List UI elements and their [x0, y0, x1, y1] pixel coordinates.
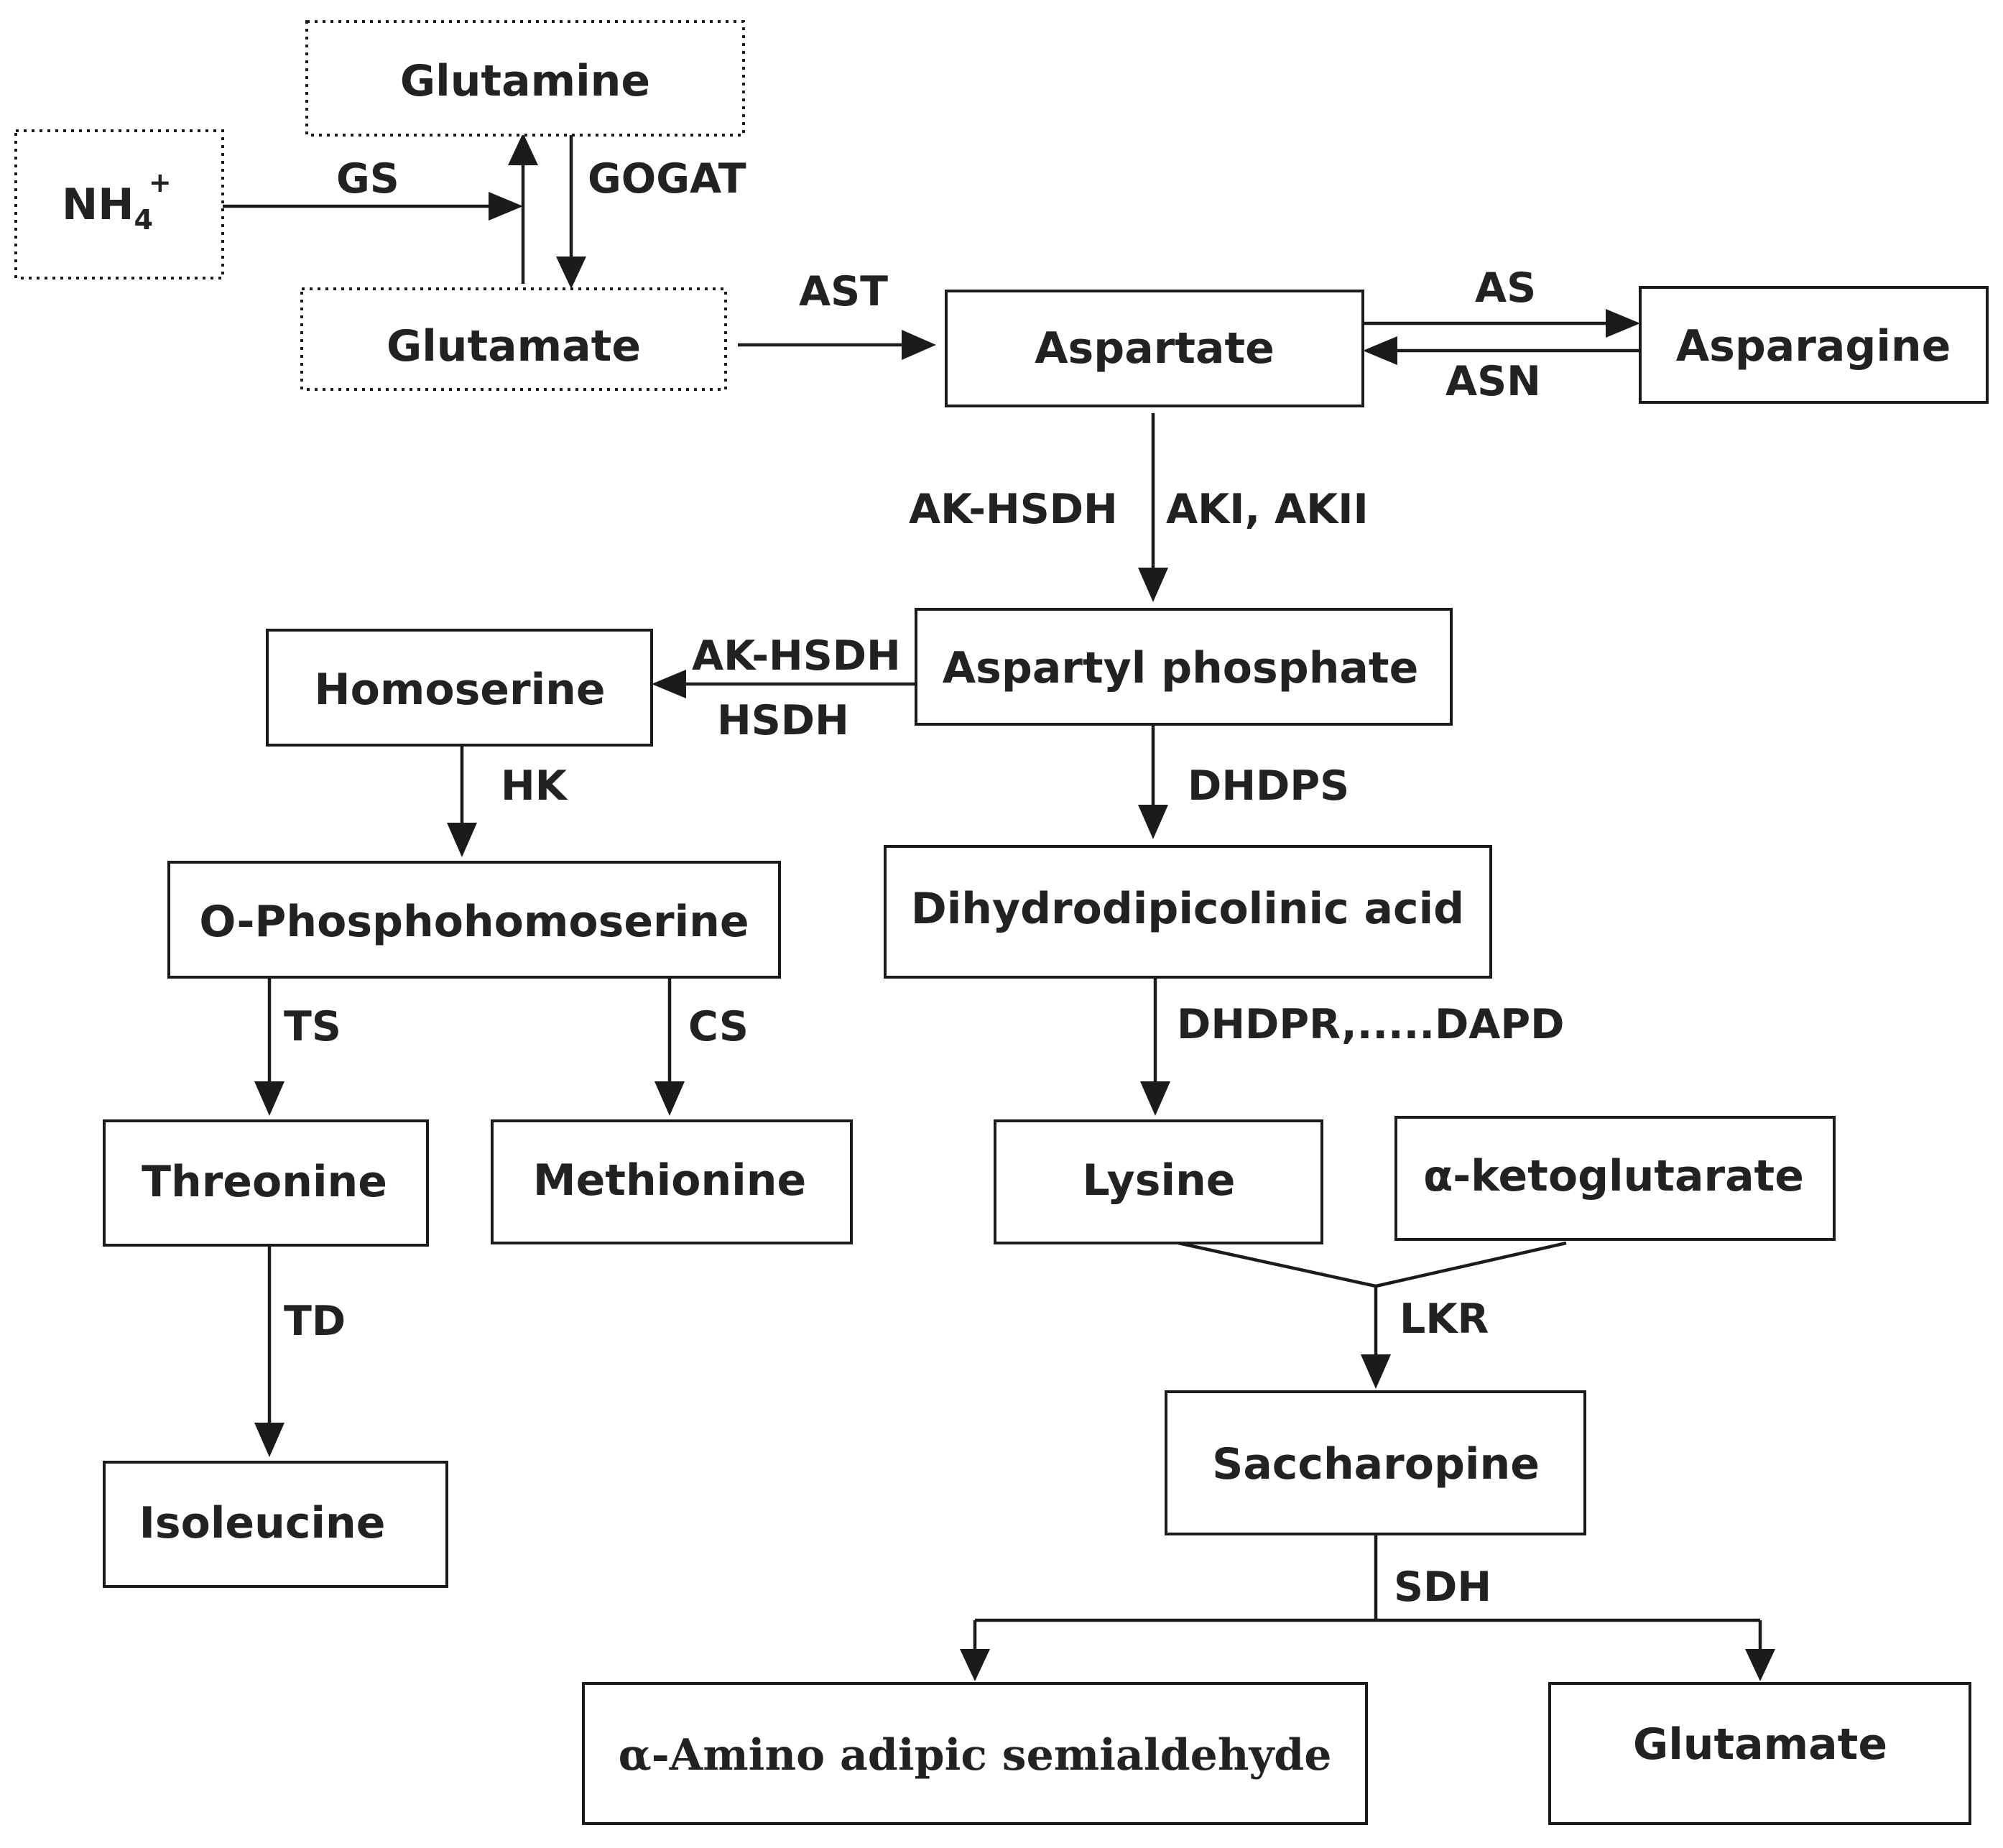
- node-glutamate-top: Glutamate: [300, 287, 727, 391]
- node-threonine: Threonine: [103, 1119, 429, 1247]
- node-glutamate-bottom-label: Glutamate: [1633, 1719, 1887, 1770]
- arrowhead-to-glutamate-bottom: [1745, 1649, 1775, 1681]
- arrowhead-to-lysine: [1140, 1081, 1170, 1116]
- node-homoserine: Homoserine: [266, 629, 653, 747]
- node-saccharopine-label: Saccharopine: [1212, 1439, 1540, 1489]
- enzyme-label-cs: CS: [688, 1003, 749, 1050]
- node-dihydrodipicolinic-acid: Dihydrodipicolinic acid: [884, 845, 1492, 979]
- enzyme-label-dhdps: DHDPS: [1188, 762, 1349, 810]
- node-methionine: Methionine: [491, 1119, 853, 1244]
- arrowhead-to-glutamine: [508, 133, 538, 165]
- node-asparagine-label: Asparagine: [1676, 321, 1951, 371]
- arrowhead-to-aminoadipic: [960, 1649, 990, 1681]
- node-aspartyl-phosphate: Aspartyl phosphate: [915, 608, 1453, 726]
- enzyme-label-ts: TS: [284, 1003, 341, 1050]
- enzyme-label-lkr: LKR: [1400, 1295, 1489, 1343]
- enzyme-label-hk: HK: [501, 762, 568, 810]
- arrowhead-to-homoserine: [652, 670, 686, 698]
- enzyme-label-sdh: SDH: [1394, 1563, 1491, 1611]
- enzyme-label-td: TD: [284, 1298, 346, 1345]
- enzyme-labels: GS GOGAT AST AS ASN AK-HSDH AKI, AKII AK…: [284, 155, 1565, 1611]
- edge-lysine-merge: [1178, 1241, 1377, 1288]
- enzyme-label-as: AS: [1475, 264, 1536, 312]
- node-isoleucine: Isoleucine: [103, 1461, 448, 1588]
- node-asparagine: Asparagine: [1639, 286, 1989, 404]
- edge-ketoglutarate-merge: [1375, 1241, 1567, 1288]
- node-alpha-ketoglutarate-label: α-ketoglutarate: [1423, 1151, 1804, 1201]
- arrowhead-to-aspartate-from-asparagine: [1363, 336, 1397, 365]
- arrowhead-to-aspartyl-phosphate: [1138, 568, 1168, 602]
- node-isoleucine-label: Isoleucine: [139, 1498, 386, 1548]
- enzyme-label-ak-hsdh-left: AK-HSDH: [909, 486, 1118, 533]
- node-alpha-amino-adipic-semialdehyde-label: α-Amino adipic semialdehyde: [619, 1730, 1332, 1780]
- node-lysine: Lysine: [994, 1119, 1323, 1244]
- node-nh4-label: NH4+: [62, 167, 172, 236]
- node-aspartate-label: Aspartate: [1035, 323, 1275, 374]
- arrowhead-to-saccharopine: [1361, 1354, 1391, 1389]
- node-aspartyl-phosphate-label: Aspartyl phosphate: [943, 643, 1419, 693]
- enzyme-label-dhdpr-dapd: DHDPR,.....DAPD: [1177, 1001, 1565, 1048]
- enzyme-label-gogat: GOGAT: [588, 155, 746, 203]
- node-lysine-label: Lysine: [1083, 1155, 1236, 1206]
- node-alpha-ketoglutarate: α-ketoglutarate: [1394, 1116, 1836, 1241]
- arrowhead-gs: [489, 192, 523, 221]
- nodes: NH4+ Glutamine Glutamate Aspartate Aspar…: [14, 20, 1989, 1825]
- node-nh4: NH4+: [14, 129, 224, 279]
- node-glutamine-label: Glutamine: [400, 56, 650, 106]
- node-glutamate-bottom: Glutamate: [1548, 1682, 1971, 1825]
- edges: [223, 128, 1775, 1681]
- node-o-phosphohomoserine: O-Phosphohomoserine: [167, 861, 781, 979]
- node-homoserine-label: Homoserine: [314, 665, 605, 715]
- arrowhead-to-o-phosphohomoserine: [447, 823, 477, 857]
- arrowhead-to-asparagine: [1606, 309, 1640, 338]
- node-glutamine: Glutamine: [305, 20, 745, 137]
- enzyme-label-gs: GS: [336, 155, 399, 203]
- enzyme-label-asn: ASN: [1445, 358, 1541, 405]
- arrowhead-to-threonine: [254, 1081, 285, 1116]
- node-saccharopine: Saccharopine: [1165, 1390, 1586, 1535]
- enzyme-label-hsdh: HSDH: [717, 697, 849, 744]
- node-o-phosphohomoserine-label: O-Phosphohomoserine: [199, 897, 749, 947]
- node-methionine-label: Methionine: [533, 1155, 806, 1206]
- node-threonine-label: Threonine: [142, 1157, 387, 1207]
- enzyme-label-ast: AST: [799, 268, 888, 315]
- enzyme-label-ak-hsdh-branch: AK-HSDH: [692, 632, 901, 680]
- arrowhead-to-glutamate: [556, 257, 586, 289]
- arrowhead-to-dihydrodipicolinic: [1138, 805, 1168, 839]
- arrowhead-to-methionine: [654, 1081, 685, 1116]
- node-aspartate: Aspartate: [945, 290, 1364, 407]
- arrowhead-to-isoleucine: [254, 1423, 285, 1457]
- node-dihydrodipicolinic-acid-label: Dihydrodipicolinic acid: [911, 884, 1464, 934]
- node-glutamate-top-label: Glutamate: [387, 321, 641, 371]
- node-alpha-amino-adipic-semialdehyde: α-Amino adipic semialdehyde: [582, 1682, 1368, 1825]
- arrowhead-to-aspartate: [902, 330, 936, 360]
- enzyme-label-aki-akii: AKI, AKII: [1166, 486, 1369, 533]
